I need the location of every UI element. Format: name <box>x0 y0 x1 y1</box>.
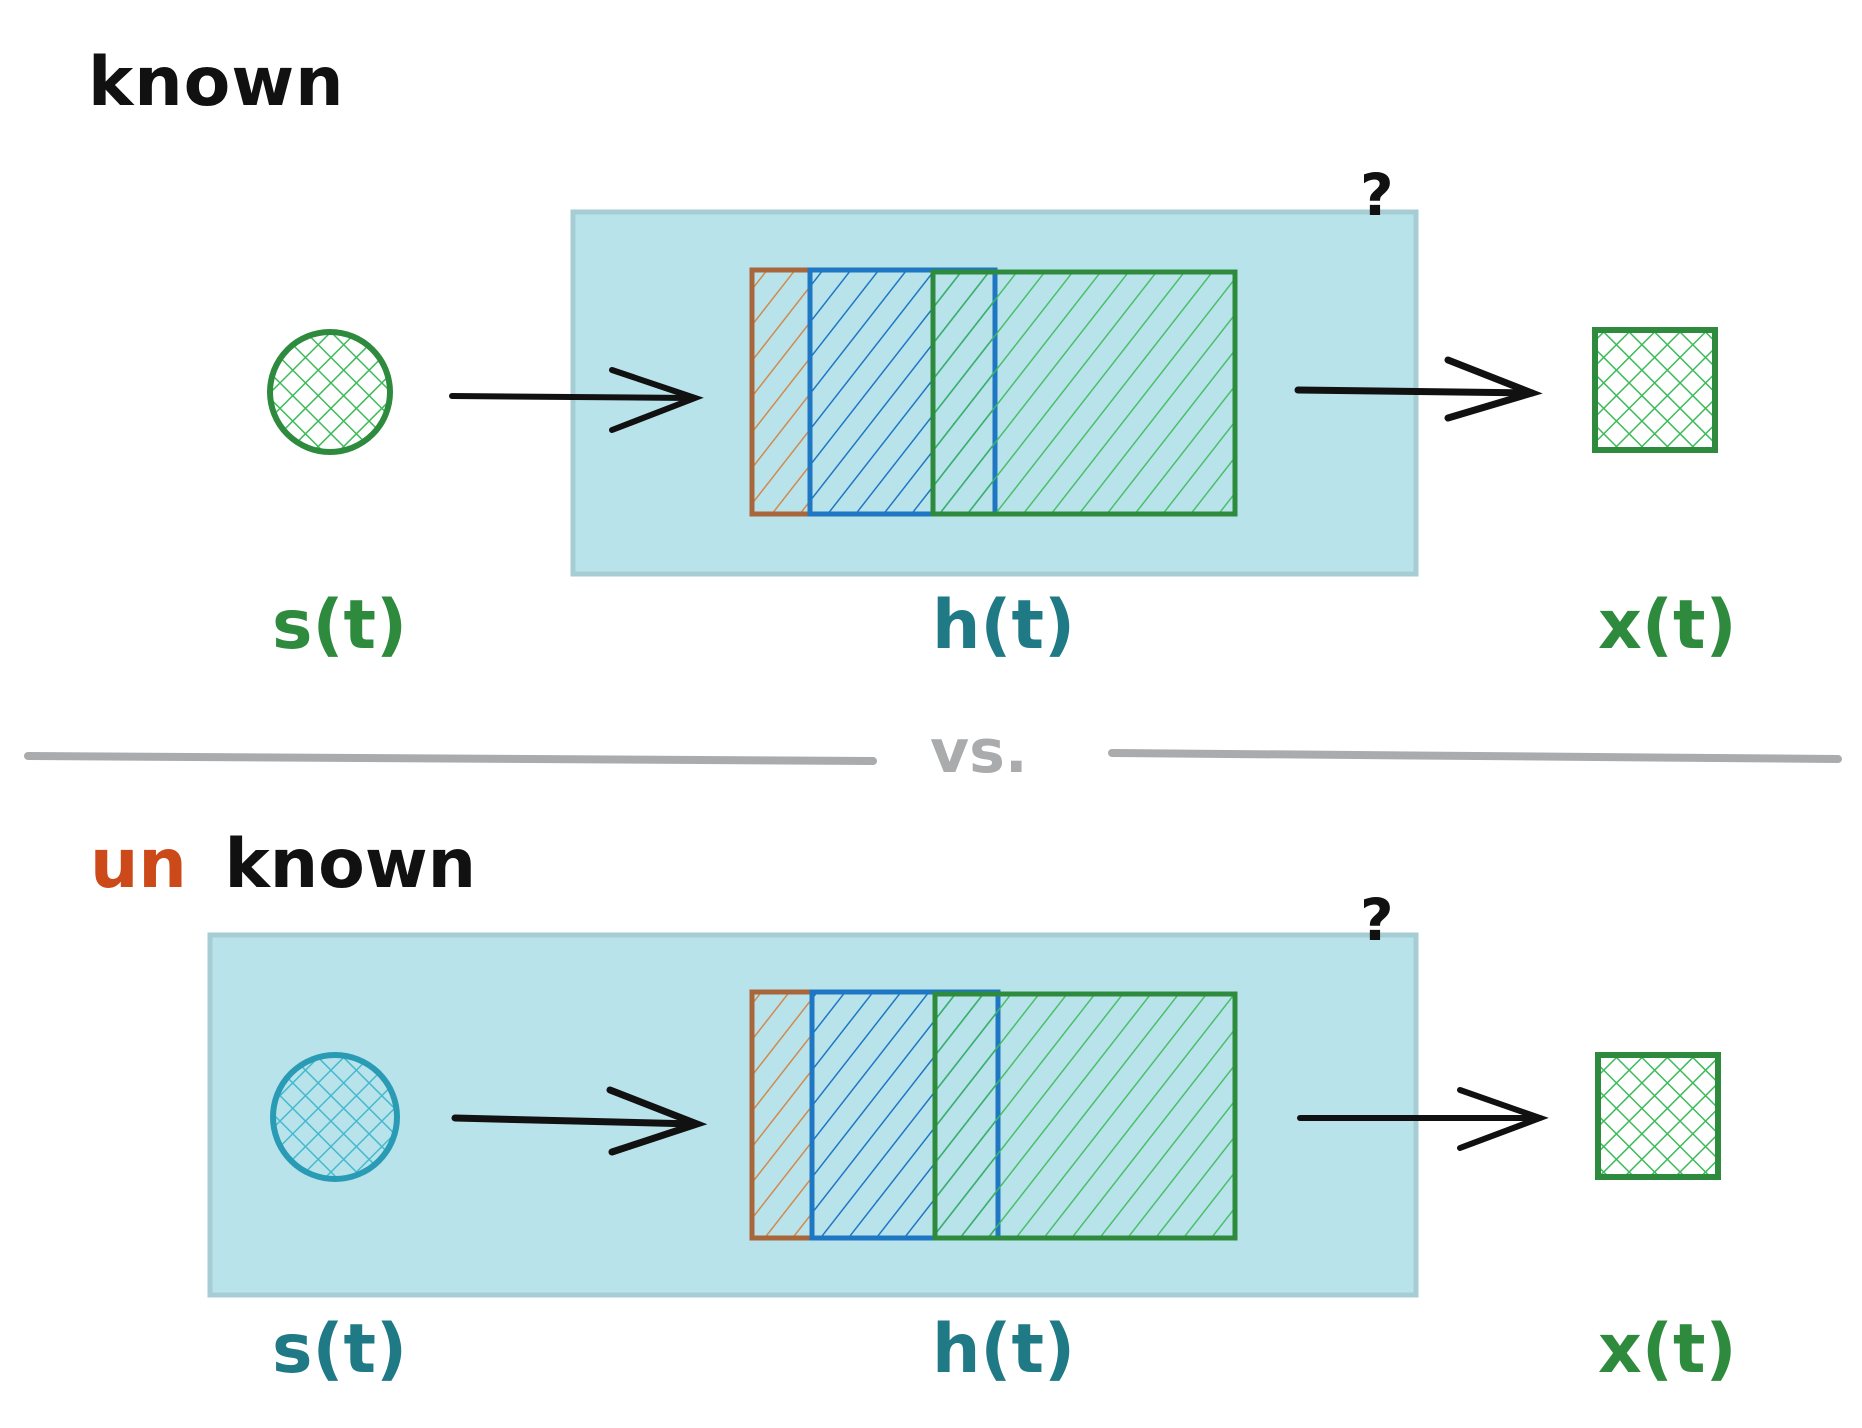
bottom-input-signal-circle <box>270 1052 400 1182</box>
bottom-system-label: h(t) <box>932 1310 1075 1389</box>
top-input-label: s(t) <box>272 586 407 665</box>
top-green-block <box>930 269 1238 517</box>
bottom-heading-prefix: un <box>90 825 187 904</box>
bottom-heading: un known <box>90 825 476 904</box>
top-output-label: x(t) <box>1598 586 1737 665</box>
bottom-brown-block <box>749 989 815 1241</box>
top-brown-block <box>749 267 813 517</box>
bottom-question-mark: ? <box>1360 886 1394 954</box>
bottom-heading-suffix: known <box>225 825 477 904</box>
top-output-arrow <box>1294 356 1543 422</box>
top-question-mark: ? <box>1360 161 1394 229</box>
bottom-output-label: x(t) <box>1598 1310 1737 1389</box>
top-input-signal-circle <box>267 329 393 455</box>
top-input-arrow <box>449 367 704 433</box>
top-panel: known ? s(t) h(t) x(t) <box>88 43 1737 665</box>
bottom-green-block <box>932 991 1238 1241</box>
divider: vs. <box>24 717 1842 787</box>
bottom-input-label: s(t) <box>272 1310 407 1389</box>
top-system-label: h(t) <box>932 586 1075 665</box>
divider-line-right <box>1108 749 1842 763</box>
bottom-impulse-response <box>749 989 1238 1241</box>
bottom-output-arrow <box>1297 1087 1549 1151</box>
bottom-output-signal-square <box>1595 1052 1721 1180</box>
top-output-signal-square <box>1592 327 1718 453</box>
top-impulse-response <box>749 267 1238 517</box>
bottom-panel: un known ? s(t) h(t) x(t) <box>90 825 1737 1389</box>
divider-label: vs. <box>930 717 1028 787</box>
divider-line-left <box>24 752 877 765</box>
top-heading: known <box>88 43 345 122</box>
bottom-input-arrow <box>451 1086 708 1156</box>
